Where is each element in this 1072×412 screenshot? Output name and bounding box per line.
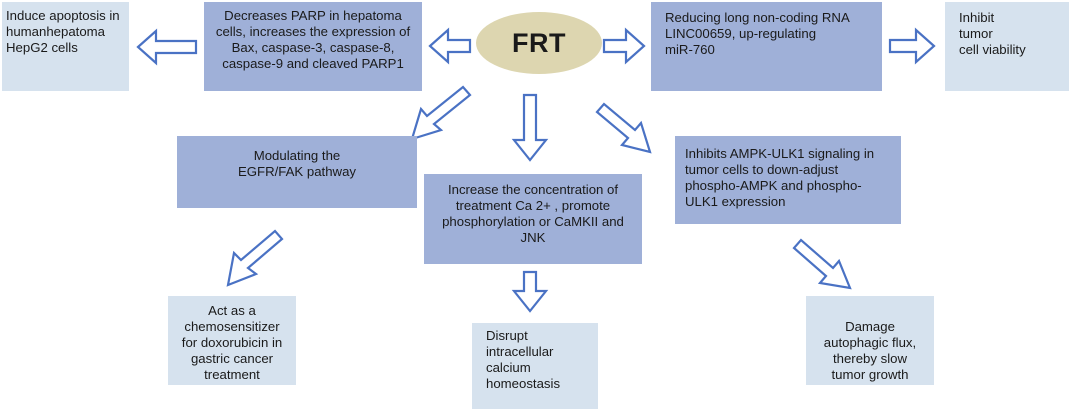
arrow-calcium-to-homeostasis	[511, 270, 549, 313]
box-autophagic-flux: Damage autophagic flux, thereby slow tum…	[806, 296, 934, 385]
box-induce-apoptosis: Induce apoptosis in humanhepatoma HepG2 …	[2, 2, 129, 91]
box-decreases-parp: Decreases PARP in hepatoma cells, increa…	[204, 2, 422, 91]
arrow-ampk-to-autophagy	[792, 238, 852, 290]
frt-node: FRT	[476, 12, 602, 74]
arrow-frt-to-egfr	[410, 85, 472, 141]
box-calcium-homeostasis: Disrupt intracellular calcium homeostasi…	[472, 323, 598, 409]
arrow-frt-to-calcium	[511, 93, 549, 162]
box-ampk-ulk1: Inhibits AMPK-ULK1 signaling in tumor ce…	[675, 136, 901, 224]
arrow-frt-to-parp	[428, 27, 472, 65]
arrow-frt-to-ampk	[595, 102, 652, 154]
arrow-lncrna-to-viability	[888, 27, 936, 65]
arrow-egfr-to-chemo	[226, 229, 284, 287]
box-inhibit-viability: Inhibit tumor cell viability	[945, 2, 1069, 91]
box-reducing-lncrna: Reducing long non-coding RNA LINC00659, …	[651, 2, 882, 91]
arrow-parp-to-apoptosis	[136, 28, 198, 66]
box-calcium-concentration: Increase the concentration of treatment …	[424, 174, 642, 264]
box-chemosensitizer: Act as a chemosensitizer for doxorubicin…	[168, 296, 296, 385]
arrow-frt-to-lncrna	[602, 27, 646, 65]
box-egfr-fak: Modulating the EGFR/FAK pathway	[177, 136, 417, 208]
